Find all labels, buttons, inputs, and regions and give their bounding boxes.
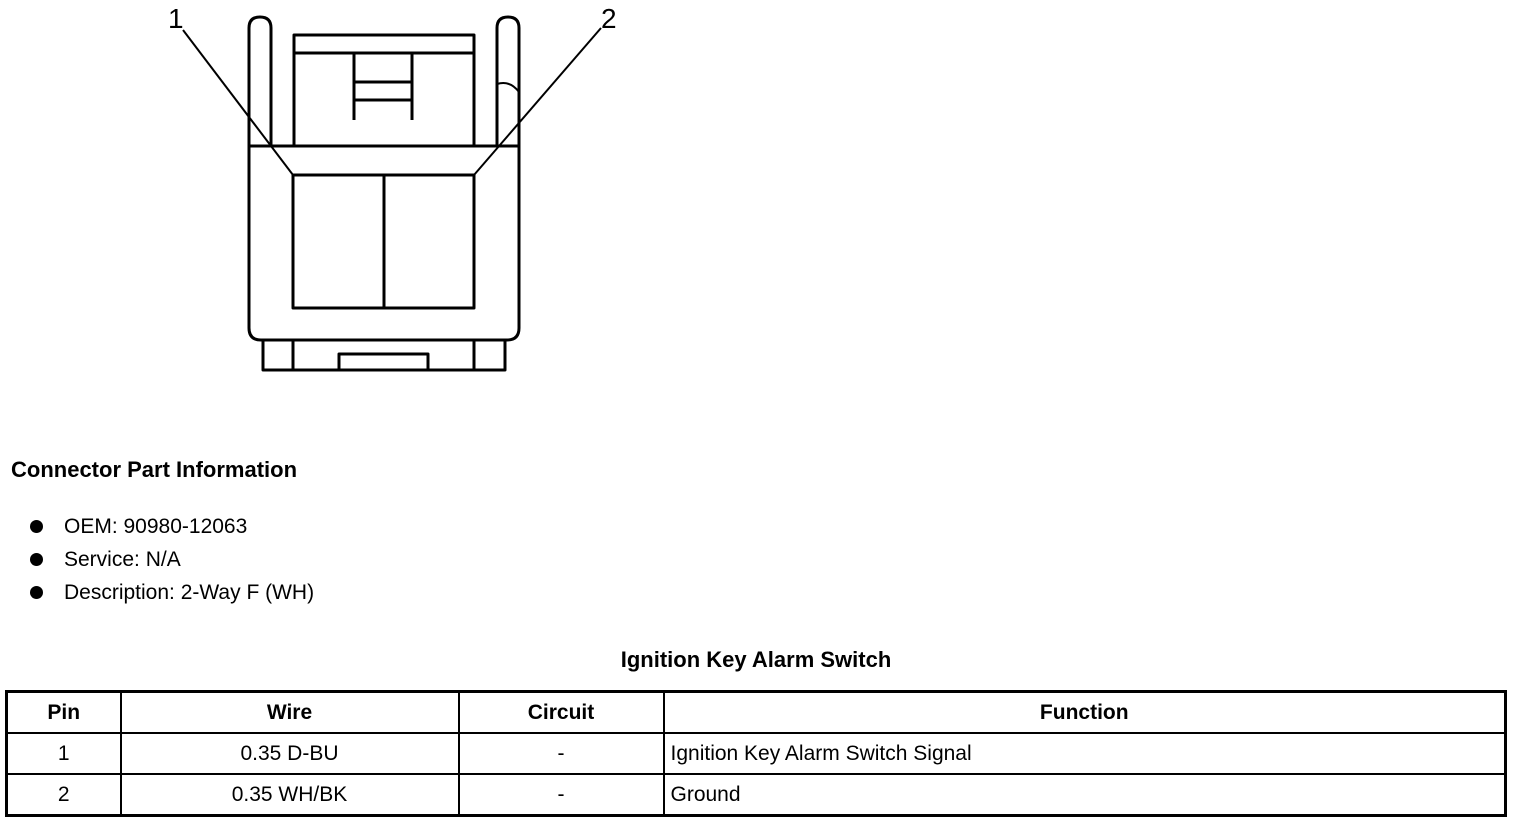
cell-circuit: -	[457, 732, 665, 775]
cell-pin: 2	[5, 773, 122, 817]
leader-line-1	[182, 29, 294, 176]
table-row: 1 0.35 D-BU - Ignition Key Alarm Switch …	[5, 732, 1507, 775]
left-latch-arm	[247, 15, 273, 146]
connector-diagram: 1 2	[168, 3, 617, 372]
cell-circuit: -	[457, 773, 665, 817]
lock-tab	[352, 53, 414, 120]
pin-callout-1: 1	[168, 3, 184, 34]
service-info: Service: N/A	[64, 548, 181, 571]
cavity-1	[291, 173, 386, 310]
connector-body	[247, 144, 521, 342]
description-info: Description: 2-Way F (WH)	[64, 581, 315, 604]
cell-function: Ground	[662, 773, 1507, 817]
pin-callout-2: 2	[601, 3, 617, 34]
leader-line-2	[473, 27, 602, 176]
right-latch-arm	[495, 15, 521, 146]
bullet-icon	[30, 553, 43, 566]
table-header-row: Pin Wire Circuit Function	[5, 690, 1507, 734]
header-pin: Pin	[5, 690, 122, 734]
cavity-2	[382, 173, 476, 310]
list-item: Description: 2-Way F (WH)	[28, 576, 314, 609]
table-title: Ignition Key Alarm Switch	[620, 647, 892, 672]
cell-pin: 1	[5, 732, 122, 775]
list-item: OEM: 90980-12063	[28, 510, 314, 543]
table-row: 2 0.35 WH/BK - Ground	[5, 773, 1507, 817]
header-circuit: Circuit	[457, 690, 665, 734]
cell-function: Ignition Key Alarm Switch Signal	[662, 732, 1507, 775]
header-function: Function	[662, 690, 1507, 734]
cell-wire: 0.35 D-BU	[119, 732, 460, 775]
oem-info: OEM: 90980-12063	[64, 515, 248, 538]
list-item: Service: N/A	[28, 543, 314, 576]
connector-info-list: OEM: 90980-12063 Service: N/A Descriptio…	[28, 510, 314, 609]
cell-wire: 0.35 WH/BK	[119, 773, 460, 817]
bullet-icon	[30, 520, 43, 533]
header-wire: Wire	[119, 690, 460, 734]
pinout-table: Pin Wire Circuit Function 1 0.35 D-BU - …	[5, 690, 1507, 817]
connector-info-title: Connector Part Information	[11, 457, 298, 482]
bullet-icon	[30, 586, 43, 599]
